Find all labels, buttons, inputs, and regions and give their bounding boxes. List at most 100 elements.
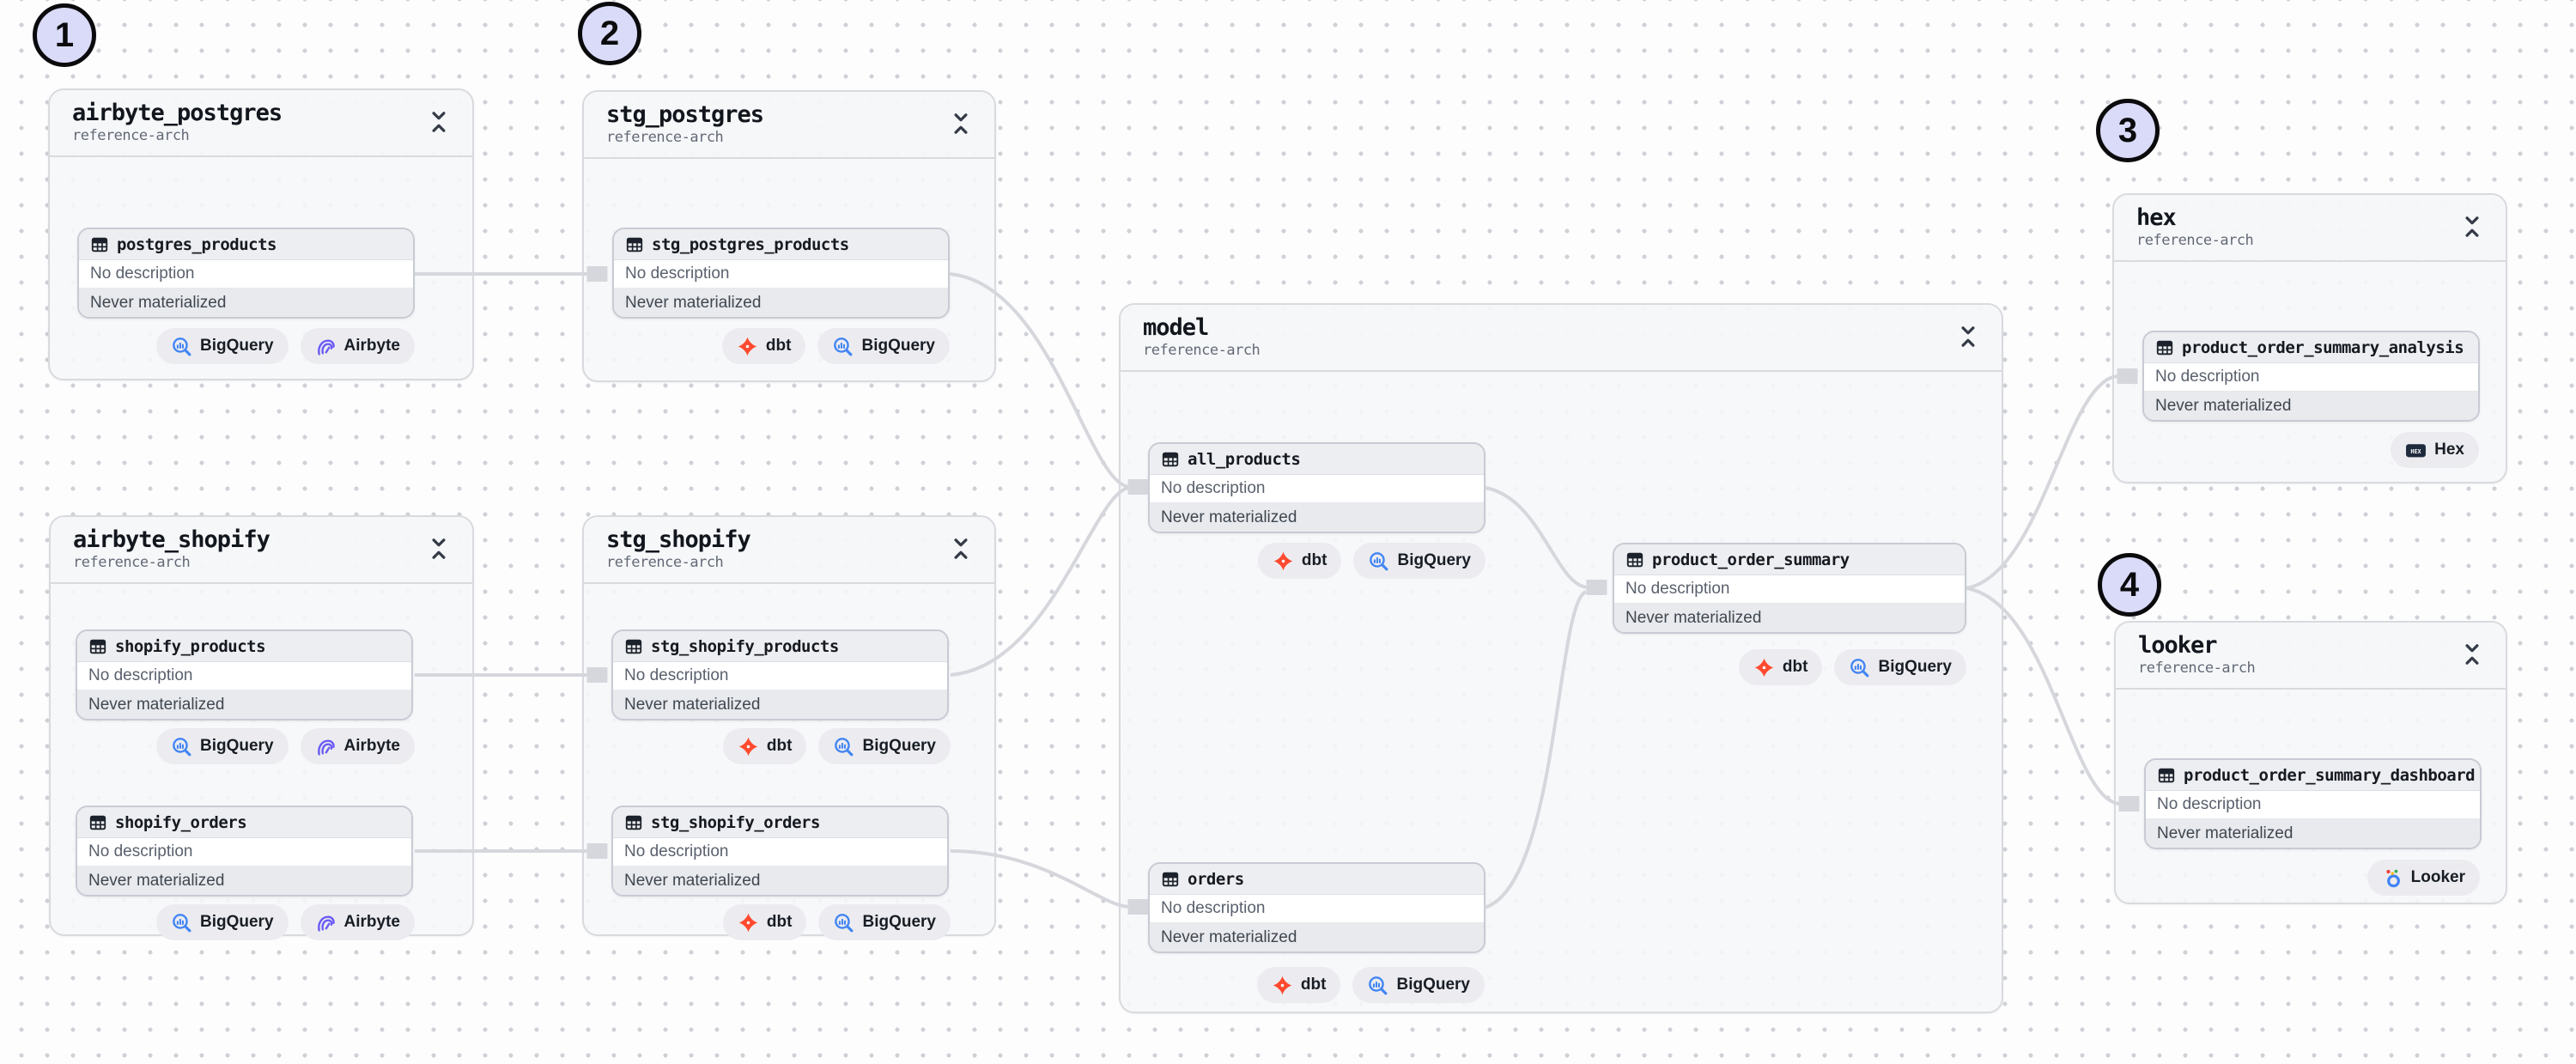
asset-name: product_order_summary_analysis xyxy=(2182,337,2464,357)
group-title: stg_shopify xyxy=(606,526,751,553)
asset-node-shopify-orders[interactable]: shopify_orders No description Never mate… xyxy=(76,806,413,897)
group-subtitle: reference-arch xyxy=(1143,342,1261,360)
airbyte-badge: Airbyte xyxy=(300,328,415,364)
asset-node-all-products[interactable]: all_products No description Never materi… xyxy=(1148,442,1485,533)
bigquery-icon xyxy=(1849,657,1870,678)
group-subtitle: reference-arch xyxy=(73,554,191,572)
asset-description: No description xyxy=(2144,363,2478,392)
asset-name: stg_postgres_products xyxy=(652,234,849,254)
group-subtitle: reference-arch xyxy=(606,554,724,572)
bigquery-icon xyxy=(1367,975,1388,996)
asset-status: Never materialized xyxy=(79,289,413,317)
bigquery-icon xyxy=(833,912,854,933)
bigquery-icon xyxy=(1368,550,1389,572)
asset-status: Never materialized xyxy=(1150,503,1484,532)
group-header-looker[interactable]: looker reference-arch xyxy=(2116,623,2506,690)
bigquery-badge: BigQuery xyxy=(156,328,289,364)
dbt-badge: dbt xyxy=(722,904,807,940)
group-header-stg-postgres[interactable]: stg_postgres reference-arch xyxy=(584,92,994,159)
group-header-airbyte-shopify[interactable]: airbyte_shopify reference-arch xyxy=(51,517,472,584)
badge-row: BigQuery Airbyte xyxy=(156,328,415,364)
asset-name: stg_shopify_products xyxy=(651,636,839,656)
looker-icon xyxy=(2382,867,2403,889)
table-icon xyxy=(625,235,644,254)
asset-description: No description xyxy=(613,838,947,866)
group-header-stg-shopify[interactable]: stg_shopify reference-arch xyxy=(584,517,994,584)
asset-status: Never materialized xyxy=(614,289,948,317)
collapse-icon[interactable] xyxy=(2461,641,2483,667)
table-icon xyxy=(2157,766,2176,785)
group-airbyte-shopify: airbyte_shopify reference-arch shopify_p… xyxy=(49,515,474,940)
badge-row: dbt BigQuery xyxy=(721,328,950,364)
badge-row: Looker xyxy=(2366,860,2480,896)
asset-node-stg-shopify-products[interactable]: stg_shopify_products No description Neve… xyxy=(611,629,949,720)
asset-name: postgres_products xyxy=(117,234,276,254)
asset-status: Never materialized xyxy=(613,866,947,895)
badge-row: dbt BigQuery xyxy=(722,728,951,764)
asset-node-product-order-summary-dashboard[interactable]: product_order_summary_dashboard No descr… xyxy=(2144,758,2482,849)
asset-node-product-order-summary-analysis[interactable]: product_order_summary_analysis No descri… xyxy=(2142,331,2480,422)
asset-description: No description xyxy=(613,662,947,690)
group-looker: looker reference-arch product_order_summ… xyxy=(2114,621,2507,904)
bigquery-badge: BigQuery xyxy=(156,904,289,940)
group-header-hex[interactable]: hex reference-arch xyxy=(2114,195,2506,262)
dbt-icon xyxy=(738,736,759,757)
badge-row: dbt BigQuery xyxy=(722,904,951,940)
asset-name: product_order_summary xyxy=(1652,550,1850,569)
group-subtitle: reference-arch xyxy=(606,129,724,147)
asset-node-stg-shopify-orders[interactable]: stg_shopify_orders No description Never … xyxy=(611,806,949,897)
table-icon xyxy=(88,813,107,832)
group-header-airbyte-postgres[interactable]: airbyte_postgres reference-arch xyxy=(50,90,472,157)
table-icon xyxy=(624,813,643,832)
group-subtitle: reference-arch xyxy=(2136,232,2254,250)
bigquery-icon xyxy=(832,336,854,357)
badge-row: dbt BigQuery xyxy=(1257,543,1485,579)
annotation-marker-3: 3 xyxy=(2096,99,2160,162)
asset-description: No description xyxy=(614,260,948,289)
bigquery-badge: BigQuery xyxy=(818,728,951,764)
asset-description: No description xyxy=(77,662,411,690)
dbt-badge: dbt xyxy=(722,728,807,764)
asset-status: Never materialized xyxy=(1614,604,1965,632)
collapse-icon[interactable] xyxy=(2461,214,2483,240)
badge-row: BigQuery Airbyte xyxy=(156,904,415,940)
bigquery-icon xyxy=(171,912,192,933)
collapse-icon[interactable] xyxy=(428,109,450,135)
badge-row: dbt BigQuery xyxy=(1738,649,1966,685)
table-icon xyxy=(90,235,109,254)
collapse-icon[interactable] xyxy=(950,536,972,562)
airbyte-icon xyxy=(315,736,337,757)
bigquery-badge: BigQuery xyxy=(1352,967,1485,1003)
asset-node-shopify-products[interactable]: shopify_products No description Never ma… xyxy=(76,629,413,720)
asset-node-postgres-products[interactable]: postgres_products No description Never m… xyxy=(77,228,415,319)
collapse-icon[interactable] xyxy=(428,536,450,562)
collapse-icon[interactable] xyxy=(950,111,972,137)
asset-description: No description xyxy=(79,260,413,289)
table-icon xyxy=(1161,450,1180,469)
table-icon xyxy=(624,637,643,656)
bigquery-icon xyxy=(833,736,854,757)
asset-status: Never materialized xyxy=(613,690,947,719)
group-title: airbyte_postgres xyxy=(72,100,283,126)
group-airbyte-postgres: airbyte_postgres reference-arch postgres… xyxy=(48,88,474,380)
badge-row: BigQuery Airbyte xyxy=(156,728,415,764)
svg-text:HEX: HEX xyxy=(2411,447,2421,454)
bigquery-badge: BigQuery xyxy=(156,728,289,764)
dbt-icon xyxy=(737,336,758,357)
group-title: stg_postgres xyxy=(606,101,764,128)
asset-node-product-order-summary[interactable]: product_order_summary No description Nev… xyxy=(1613,543,1966,634)
asset-node-orders[interactable]: orders No description Never materialized xyxy=(1148,862,1485,953)
asset-name: orders xyxy=(1188,869,1244,889)
asset-description: No description xyxy=(1150,895,1484,923)
dbt-badge: dbt xyxy=(721,328,806,364)
collapse-icon[interactable] xyxy=(1957,324,1979,350)
asset-description: No description xyxy=(1614,575,1965,604)
dbt-badge: dbt xyxy=(1738,649,1823,685)
group-header-model[interactable]: model reference-arch xyxy=(1121,305,2002,372)
asset-description: No description xyxy=(77,838,411,866)
group-title: airbyte_shopify xyxy=(73,526,270,553)
asset-node-stg-postgres-products[interactable]: stg_postgres_products No description Nev… xyxy=(612,228,950,319)
annotation-marker-2: 2 xyxy=(578,2,641,65)
bigquery-badge: BigQuery xyxy=(818,904,951,940)
